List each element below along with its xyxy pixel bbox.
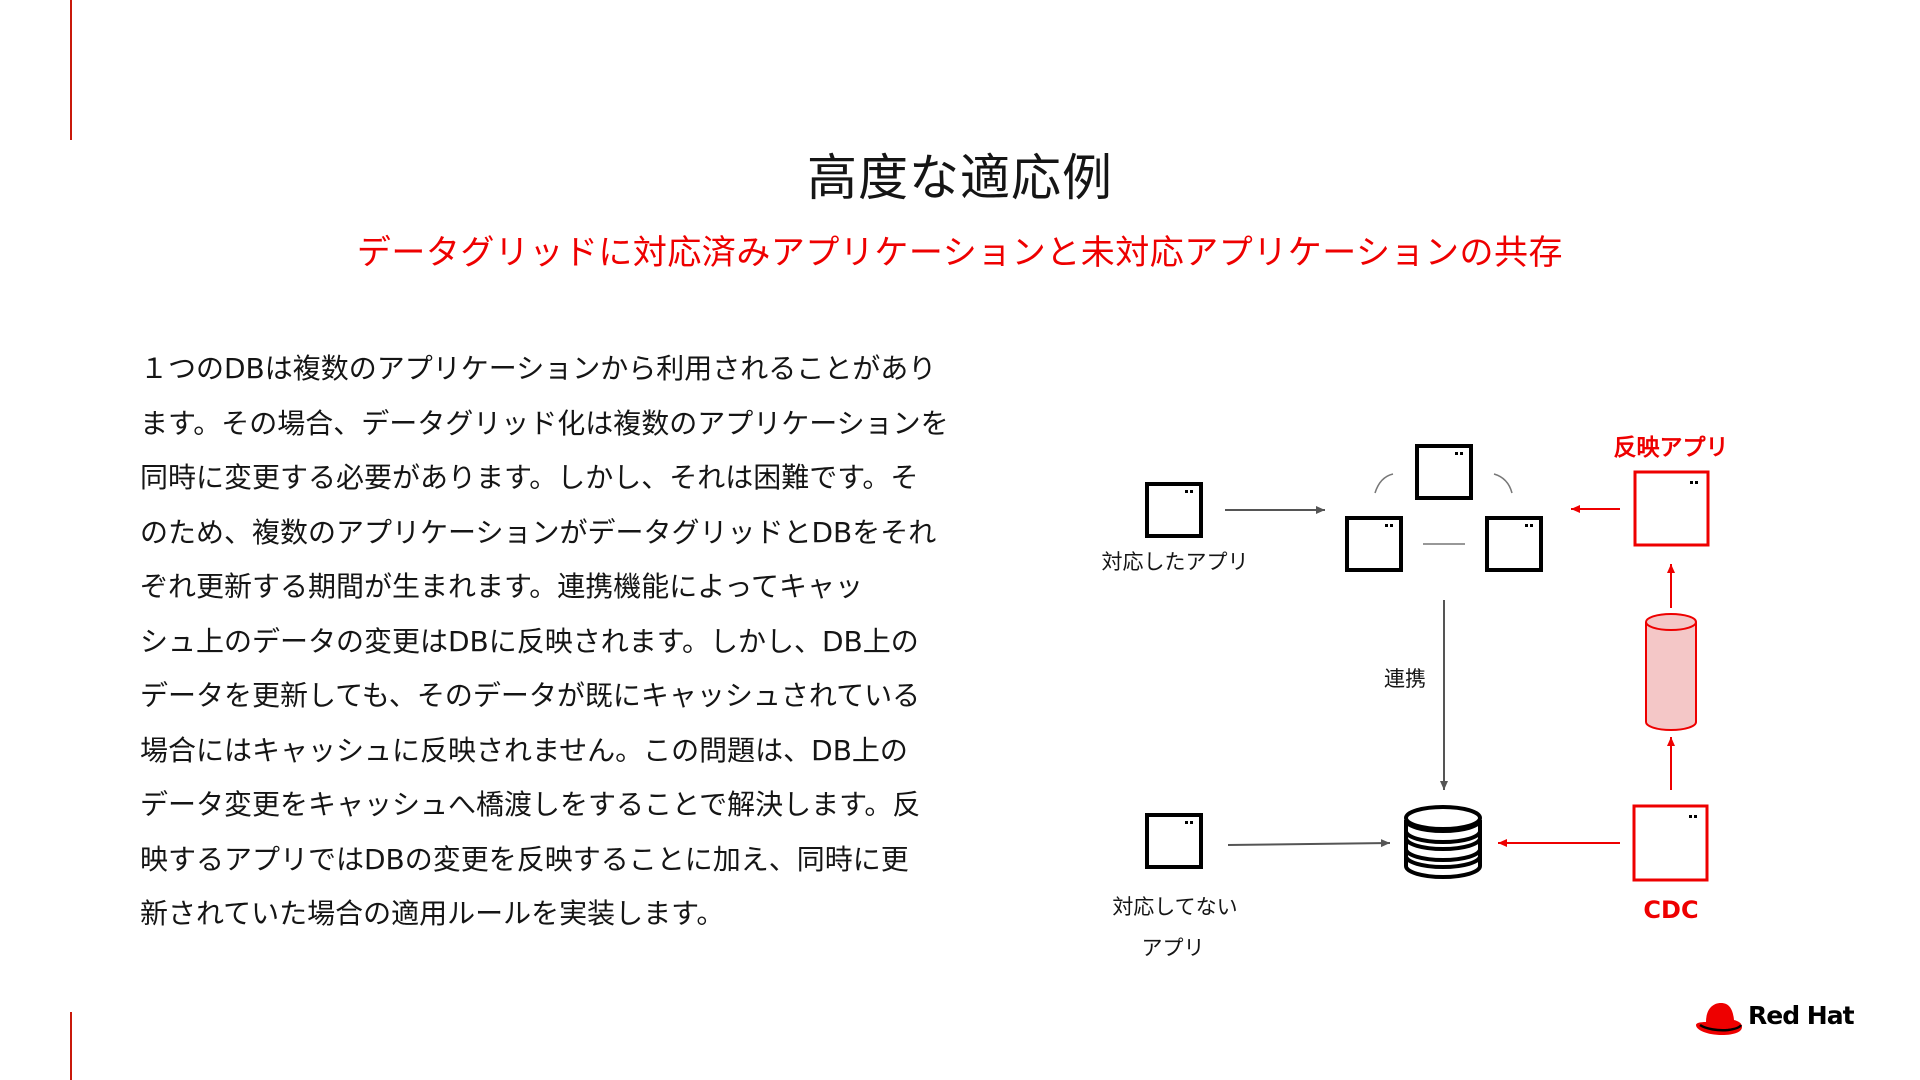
supported-app-label: 対応したアプリ xyxy=(1102,550,1249,574)
red-hat-wordmark: Red Hat xyxy=(1748,1001,1855,1030)
unsupported-app-node xyxy=(1145,813,1203,869)
body-line: ます。その場合、データグリッド化は複数のアプリケーションを xyxy=(140,406,949,440)
data-grid-cluster xyxy=(1345,444,1543,572)
body-line: 同時に変更する必要があります。しかし、それは困難です。そ xyxy=(140,461,919,494)
body-line: データ変更をキャッシュへ橋渡しをすることで解決します。反 xyxy=(140,788,921,821)
arrow-unsupported-to-db xyxy=(1227,839,1391,848)
body-line: データを更新しても、そのデータが既にキャッシュされている xyxy=(140,679,921,712)
unsupported-app-label-line1: 対応してない xyxy=(1112,895,1237,919)
body-line: １つのDBは複数のアプリケーションから利用されることがあり xyxy=(140,352,937,385)
body-line: 新されていた場合の適用ルールを実装します。 xyxy=(140,897,725,930)
queue-cylinder xyxy=(1645,613,1697,731)
grid-node-right xyxy=(1485,516,1543,572)
body-line: 映するアプリではDBの変更を反映することに加え、同時に更 xyxy=(140,842,909,876)
link-label: 連携 xyxy=(1384,667,1426,691)
edge-accent-line-top xyxy=(70,0,72,140)
edge-accent-line-bottom xyxy=(70,1012,72,1080)
slide-title: 高度な適応例 xyxy=(807,149,1113,207)
supported-app-node xyxy=(1145,482,1203,538)
grid-node-left xyxy=(1345,516,1403,572)
body-line: 場合にはキャッシュに反映されません。この問題は、DB上の xyxy=(140,733,908,767)
slide-subtitle: データグリッドに対応済みアプリケーションと未対応アプリケーションの共存 xyxy=(356,233,1564,273)
grid-node-top xyxy=(1415,444,1473,500)
body-line: ぞれ更新する期間が生まれます。連携機能によってキャッ xyxy=(140,570,863,603)
red-hat-logo: Red Hat xyxy=(1692,998,1855,1042)
grid-link-left xyxy=(1374,473,1394,494)
body-line: シュ上のデータの変更はDBに反映されます。しかし、DB上の xyxy=(140,624,919,658)
reflect-app-label: 反映アプリ xyxy=(1614,435,1729,461)
database-icon xyxy=(1404,805,1482,879)
cdc-label: CDC xyxy=(1643,896,1698,924)
unsupported-app-label-line2: アプリ xyxy=(1142,936,1205,960)
cdc-node xyxy=(1632,804,1709,882)
grid-link-right xyxy=(1493,473,1513,494)
reflect-app-node xyxy=(1633,470,1710,547)
body-line: のため、複数のアプリケーションがデータグリッドとDBをそれ xyxy=(140,515,937,549)
red-hat-fedora-icon xyxy=(1696,1003,1743,1035)
body-text: １つのDBは複数のアプリケーションから利用されることがあり ます。その場合、デー… xyxy=(140,342,975,942)
